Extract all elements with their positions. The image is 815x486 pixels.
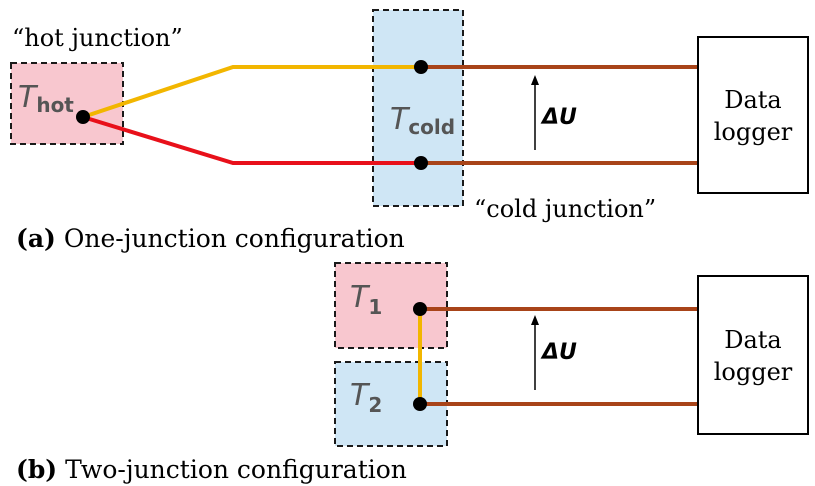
caption-b-label: (b): [16, 455, 57, 484]
data-logger-b-line2: logger: [714, 358, 793, 386]
data-logger-box-b: [697, 275, 809, 435]
data-logger-b-line1: Data: [724, 326, 782, 354]
red-wire: [82, 115, 421, 165]
data-logger-box: [697, 36, 809, 194]
cold-junction-box: [372, 9, 464, 207]
caption-b-text: Two-junction configuration: [65, 455, 407, 484]
t-hot-subscript: hot: [36, 93, 74, 117]
t1-box: [334, 262, 448, 349]
t2-symbol: T: [350, 378, 371, 413]
cold-junction-dot-upper: [414, 60, 428, 74]
voltage-label-b: ΔU: [540, 340, 577, 365]
voltage-arrow-head-b: [531, 315, 539, 325]
caption-a-text: One-junction configuration: [64, 224, 405, 253]
t1-label: T1: [350, 280, 382, 319]
cold-junction-label: “cold junction”: [474, 195, 656, 223]
data-logger-line2: logger: [714, 118, 793, 146]
voltage-arrow-head: [531, 75, 539, 85]
voltage-label: ΔU: [540, 105, 577, 130]
t2-label: T2: [350, 378, 382, 417]
t-cold-symbol: T: [390, 102, 411, 137]
data-logger-line1: Data: [724, 86, 782, 114]
hot-junction-label: “hot junction”: [12, 24, 183, 52]
panel-a: ΔU Data logger “hot junction” “cold junc…: [10, 9, 809, 253]
t-hot-label: Thot: [18, 80, 74, 117]
t1-subscript: 1: [368, 295, 382, 319]
t2-junction-dot: [413, 397, 427, 411]
caption-b: (b) Two-junction configuration: [16, 455, 407, 484]
yellow-wire: [82, 65, 421, 119]
t1-symbol: T: [350, 280, 371, 315]
t1-junction-dot: [413, 302, 427, 316]
hot-junction-dot: [76, 110, 90, 124]
t-cold-label: Tcold: [390, 102, 455, 139]
hot-junction-box: [10, 62, 124, 145]
t-hot-symbol: T: [18, 80, 39, 115]
t-cold-subscript: cold: [408, 115, 455, 139]
panel-b: ΔU Data logger T1 T2 (b)Two-junction con…: [16, 262, 809, 484]
caption-a-label: (a): [16, 224, 56, 253]
caption-a: (a) One-junction configuration: [16, 224, 405, 253]
cold-junction-dot-lower: [414, 156, 428, 170]
t2-subscript: 2: [368, 393, 382, 417]
